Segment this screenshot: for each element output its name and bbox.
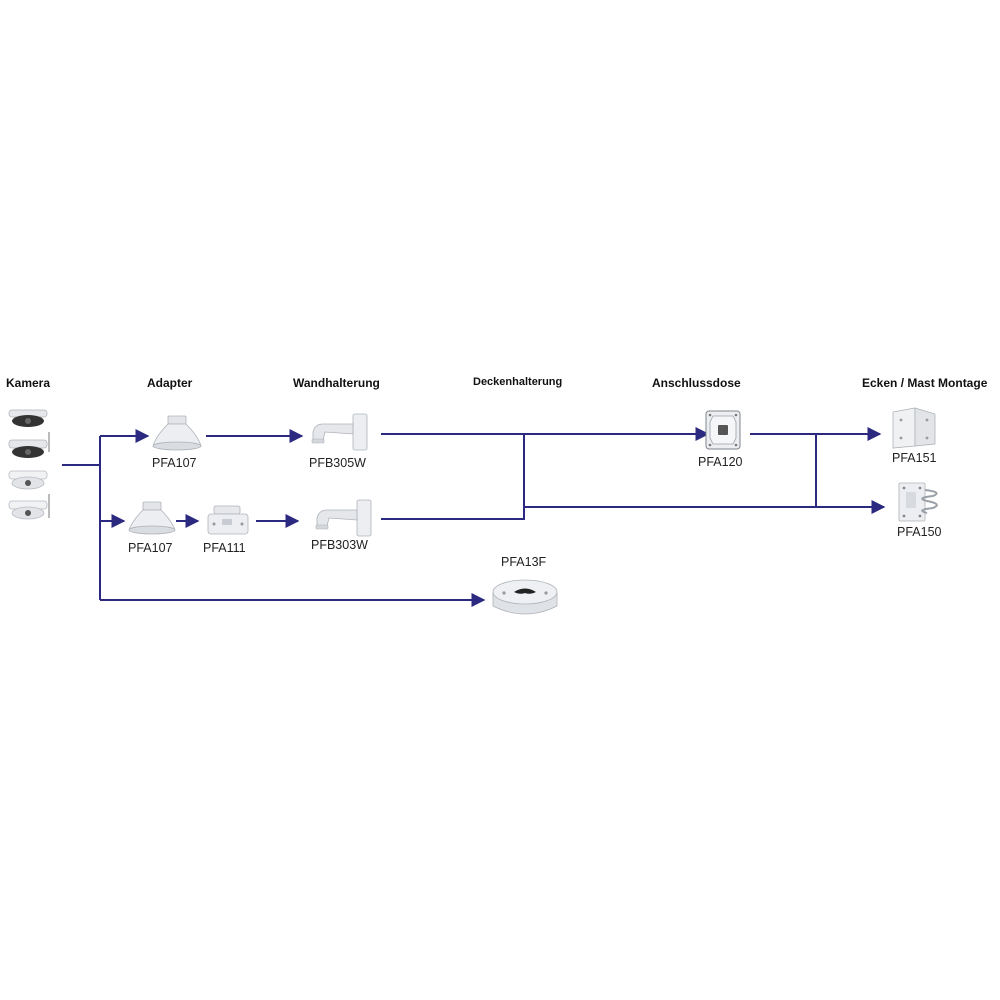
label-pfa107-top: PFA107 (152, 456, 197, 470)
pfb303w-image (315, 499, 372, 537)
header-anschlussdose: Anschlussdose (652, 376, 741, 390)
label-pfb305w: PFB305W (309, 456, 366, 470)
label-pfb303w: PFB303W (311, 538, 368, 552)
header-adapter: Adapter (147, 376, 193, 390)
camera-white-2 (8, 494, 50, 520)
pfa150-image (898, 482, 938, 522)
header-wandhalterung: Wandhalterung (293, 376, 380, 390)
camera-dark-1 (8, 409, 48, 427)
pfa111-image (207, 505, 249, 535)
header-kamera: Kamera (6, 376, 51, 390)
camera-white-1 (8, 470, 48, 490)
pfa151-image (892, 407, 936, 449)
label-pfa111: PFA111 (203, 541, 246, 555)
label-pfa151: PFA151 (892, 451, 937, 465)
camera-dark-2 (8, 432, 50, 458)
label-pfa120: PFA120 (698, 455, 743, 469)
connector-wall-merge (381, 433, 525, 520)
pfb305w-image (311, 413, 368, 451)
label-pfa107-bottom: PFA107 (128, 541, 173, 555)
header-ecken-mast: Ecken / Mast Montage (862, 376, 988, 390)
label-pfa13f: PFA13F (501, 555, 547, 569)
pfa107-top-image (152, 415, 202, 451)
pfa13f-image (492, 579, 558, 615)
label-pfa150: PFA150 (897, 525, 942, 539)
pfa120-image (705, 410, 741, 450)
pfa107-bottom-image (128, 501, 176, 535)
header-deckenhalterung: Deckenhalterung (473, 376, 563, 388)
camera-group (8, 409, 50, 520)
